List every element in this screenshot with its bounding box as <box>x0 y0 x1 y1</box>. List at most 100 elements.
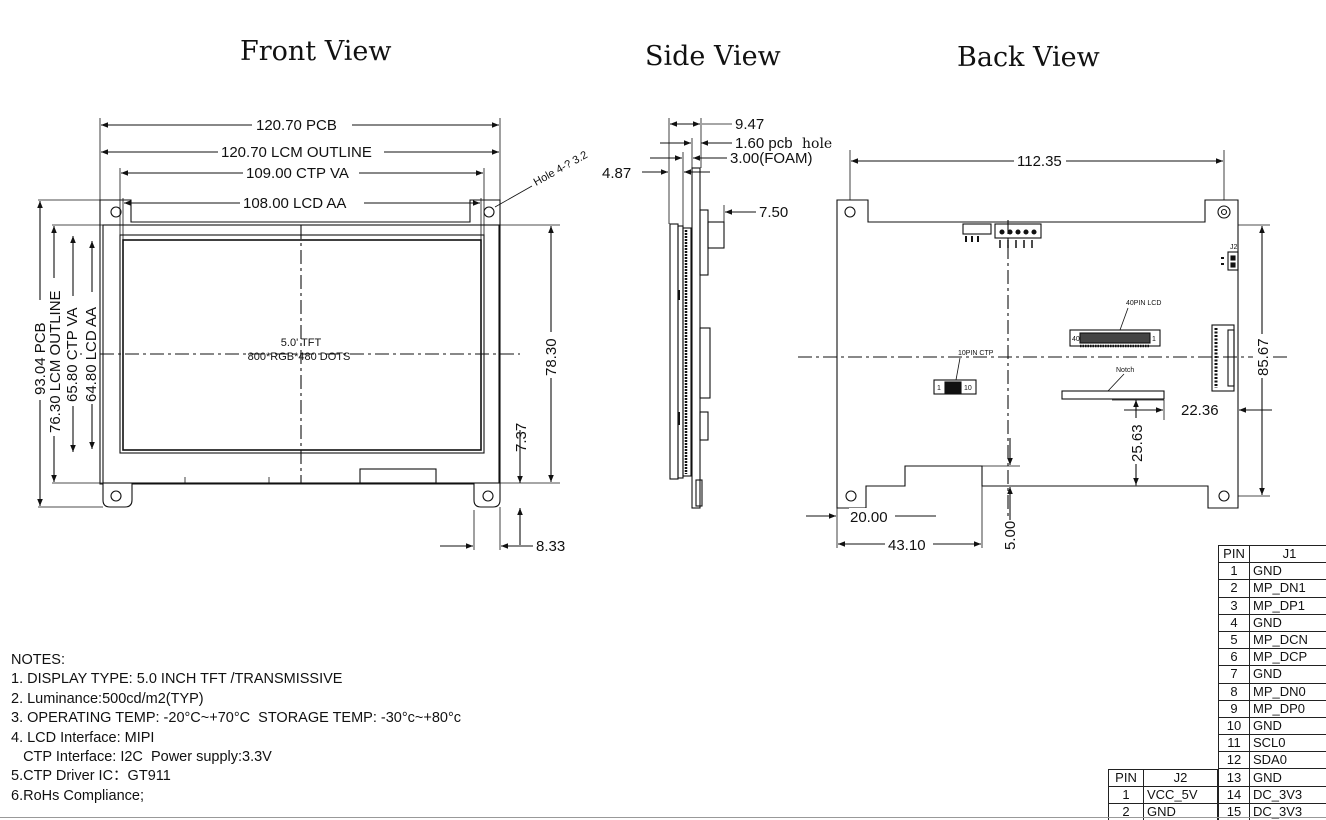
dim-height-78: 78.30 <box>543 338 560 376</box>
pin-signal-cell: GND <box>1143 803 1218 820</box>
pin-signal-cell: MP_DP0 <box>1249 699 1326 718</box>
pin-number-cell: 7 <box>1218 665 1250 684</box>
pin-number-cell: 14 <box>1218 785 1250 804</box>
front-view-title: Front View <box>240 36 392 67</box>
dim-offset-737: 7.37 <box>513 423 530 452</box>
table-header-row: PIN J2 <box>1108 768 1218 788</box>
front-fpc-tab <box>359 468 437 484</box>
label-pin40: 40 <box>1072 336 1080 343</box>
label-10pin-ctp: 10PIN CTP <box>958 350 994 357</box>
dim-2563: 25.63 <box>1129 424 1146 462</box>
pin-signal-cell: MP_DCN <box>1249 630 1326 650</box>
pin-signal-cell: SCL0 <box>1249 734 1326 753</box>
pin-number-cell: 11 <box>1218 734 1250 753</box>
dim-lcm-outline: 120.70 LCM OUTLINE <box>221 144 372 161</box>
panel-resolution-label: 800*RGB*480 DOTS <box>248 351 351 363</box>
dim-lcd-aa: 108.00 LCD AA <box>243 195 346 212</box>
dim-4310: 43.10 <box>888 537 926 554</box>
dim-ctp-va-h: 65.80 CTP VA <box>64 308 81 403</box>
label-j2: J2 <box>1230 244 1238 251</box>
table-header-cell: PIN <box>1108 768 1144 788</box>
pin-number-cell: 9 <box>1218 699 1250 718</box>
label-ctp-pin1: 1 <box>937 385 941 392</box>
front-hole-tr <box>483 206 495 218</box>
pin-number-cell: 13 <box>1218 768 1250 787</box>
label-pin1: 1 <box>1152 336 1156 343</box>
pin-signal-cell: MP_DCP <box>1249 648 1326 667</box>
dim-pcb-hole-word: hole <box>802 136 832 152</box>
back-view <box>798 150 1290 548</box>
side-view <box>642 118 756 509</box>
pin-signal-cell: DC_3V3 <box>1249 785 1326 804</box>
dim-2236: 22.36 <box>1181 402 1219 419</box>
front-hole-tl <box>110 206 122 218</box>
front-hole-br <box>482 490 494 502</box>
pin-signal-cell: MP_DP1 <box>1249 596 1326 615</box>
dim-pcb-height: 93.04 PCB <box>32 322 49 395</box>
dim-11235: 112.35 <box>1017 153 1062 170</box>
pin-signal-cell: MP_DN1 <box>1249 579 1326 598</box>
pin-number-cell: 8 <box>1218 682 1250 701</box>
pin-number-cell: 4 <box>1218 613 1250 632</box>
front-pcb-outline <box>99 199 501 508</box>
label-40pin-lcd: 40PIN LCD <box>1126 300 1161 307</box>
back-view-title: Back View <box>957 42 1100 73</box>
pin-number-cell: 15 <box>1218 802 1250 820</box>
bottom-border <box>0 817 1326 818</box>
front-view-labels: 120.70 PCB 120.70 LCM OUTLINE 109.00 CTP… <box>28 116 590 555</box>
dim-hole: Hole 4-? 3.2 <box>532 149 590 189</box>
note-item: CTP Interface: I2C Power supply:3.3V <box>11 749 272 766</box>
dim-8567: 85.67 <box>1255 338 1272 376</box>
note-item: 1. DISPLAY TYPE: 5.0 INCH TFT /TRANSMISS… <box>11 671 343 688</box>
pin-signal-cell: DC_3V3 <box>1249 802 1326 820</box>
dim-947: 9.47 <box>735 116 764 133</box>
pin-number-cell: 5 <box>1218 630 1250 650</box>
pin-signal-cell: GND <box>1249 562 1326 581</box>
notes-block: NOTES: 1. DISPLAY TYPE: 5.0 INCH TFT /TR… <box>11 651 461 806</box>
note-item: 3. OPERATING TEMP: -20°C~+70°C STORAGE T… <box>11 710 462 727</box>
pin-signal-cell: GND <box>1249 768 1326 787</box>
pin-signal-cell: GND <box>1249 716 1326 736</box>
dim-foam: 3.00(FOAM) <box>730 150 813 167</box>
pin-number-cell: 3 <box>1218 596 1250 615</box>
dim-pcb-width: 120.70 PCB <box>256 117 337 134</box>
side-view-title: Side View <box>645 41 781 72</box>
pin-signal-cell: SDA0 <box>1249 751 1326 770</box>
note-item: 5.CTP Driver IC：GT911 <box>11 768 171 785</box>
dim-pcb-hole: 1.60 pcb <box>735 135 793 152</box>
table-header-cell: J1 <box>1249 544 1326 564</box>
pin-signal-cell: MP_DN0 <box>1249 682 1326 701</box>
note-item: 4. LCD Interface: MIPI <box>11 729 155 746</box>
dim-750: 7.50 <box>759 204 788 221</box>
pin-number-cell: 10 <box>1218 716 1250 736</box>
table-header-cell: J2 <box>1143 768 1218 788</box>
front-ctp-va <box>119 234 485 454</box>
dim-offset-833: 8.33 <box>536 538 565 555</box>
pin-signal-cell: VCC_5V <box>1143 786 1218 805</box>
front-lcd-aa <box>122 239 482 451</box>
pin-number-cell: 1 <box>1218 562 1250 581</box>
pin-number-cell: 6 <box>1218 648 1250 667</box>
pin-signal-cell: GND <box>1249 613 1326 632</box>
table-header-cell: PIN <box>1218 544 1250 564</box>
front-hole-bl <box>110 490 122 502</box>
dim-lcd-aa-h: 64.80 LCD AA <box>83 307 100 402</box>
dim-lcm-outline-h: 76.30 LCM OUTLINE <box>47 290 64 433</box>
